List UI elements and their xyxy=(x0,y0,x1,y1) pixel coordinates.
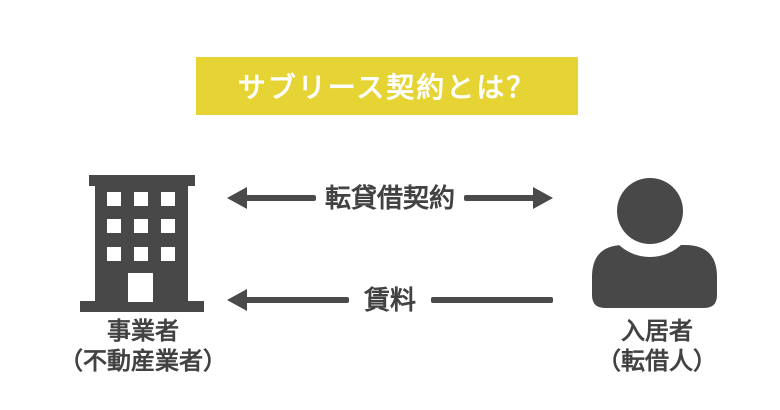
arrow-right-segment xyxy=(431,297,554,303)
arrow-left-segment xyxy=(227,187,316,209)
arrow-shaft xyxy=(245,195,316,201)
arrowhead-left-icon xyxy=(227,289,247,311)
entity-subname: （不動産業者） xyxy=(59,348,227,375)
arrowhead-left-icon xyxy=(227,187,247,209)
arrow-left-segment xyxy=(227,289,349,311)
arrow-shaft xyxy=(464,195,536,201)
page-title: サブリース契約とは？ xyxy=(237,72,537,103)
entity-name: 事業者 xyxy=(107,318,179,345)
rent-relation: 賃料 xyxy=(227,285,554,315)
arrowhead-right-icon xyxy=(533,187,554,209)
right-entity-label: 入居者 （転借人） xyxy=(537,317,777,377)
rent-relation-label: 賃料 xyxy=(364,285,417,315)
arrow-shaft xyxy=(245,297,349,303)
arrow-shaft xyxy=(431,297,554,303)
arrow-right-segment xyxy=(464,187,554,209)
building-icon xyxy=(80,175,204,312)
person-icon xyxy=(592,178,717,308)
entity-subname: （転借人） xyxy=(597,348,717,375)
sublease-contract-relation: 転貸借契約 xyxy=(227,183,554,213)
contract-relation-label: 転貸借契約 xyxy=(325,183,456,213)
left-entity-label: 事業者 （不動産業者） xyxy=(23,317,263,377)
title-banner: サブリース契約とは？ xyxy=(196,57,578,115)
entity-name: 入居者 xyxy=(621,318,693,345)
